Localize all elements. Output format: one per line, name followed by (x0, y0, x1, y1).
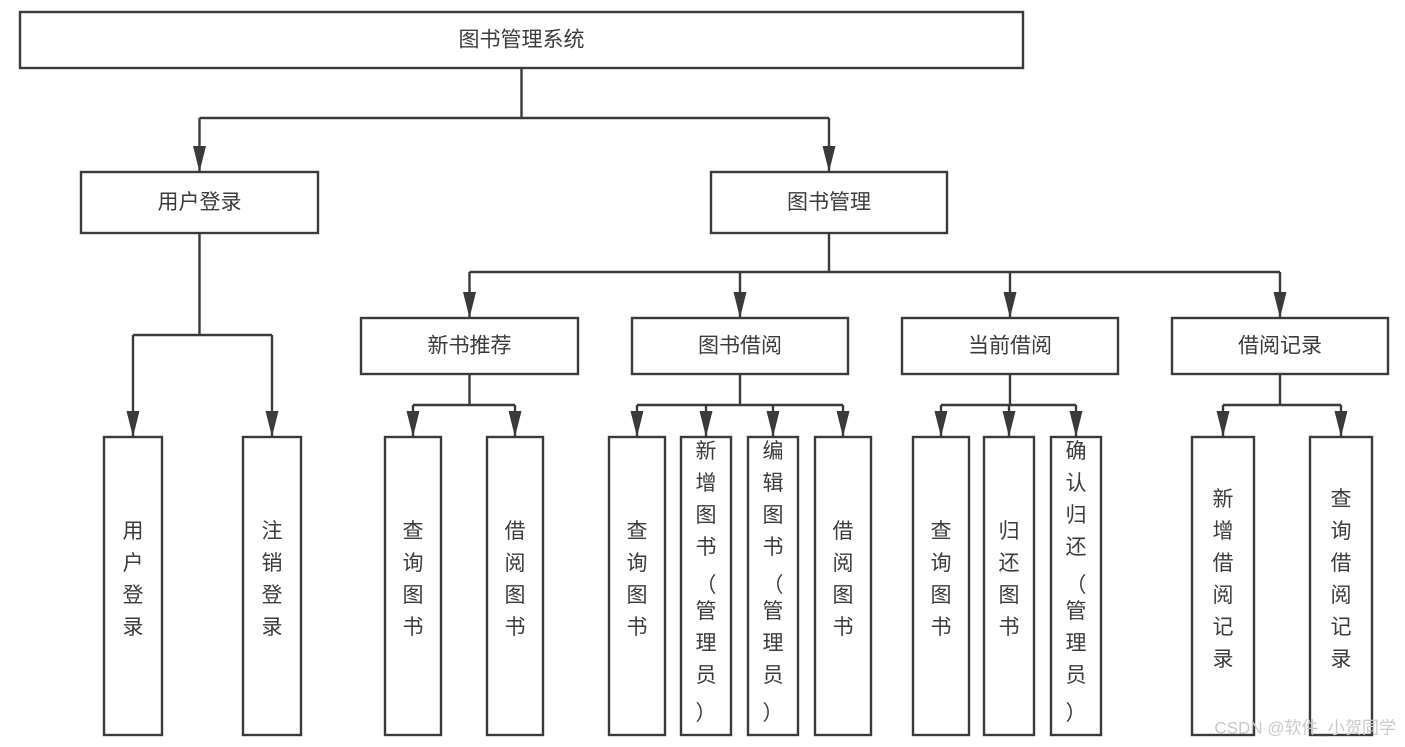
arrow-head-icon (934, 411, 948, 437)
arrow-head-icon (508, 411, 522, 437)
arrow-head-icon (1069, 411, 1083, 437)
arrow-head-icon (1003, 292, 1017, 318)
node-new-book-recommend[interactable]: 新书推荐 (359, 316, 580, 376)
arrow-head-icon (463, 292, 476, 318)
arrow-head-icon (733, 292, 747, 318)
node-label: 借阅图书 (505, 520, 526, 639)
connector-current-borrow-to-leaves (934, 374, 1083, 437)
node-box (900, 316, 1120, 376)
connector-borrow-record-to-leaves (1216, 374, 1348, 437)
node-box (1049, 435, 1103, 737)
node-label: 查询图书 (403, 520, 424, 639)
node-label: 查询借阅记录 (1331, 488, 1352, 671)
node-label: 借阅图书 (833, 520, 854, 639)
arrow-head-icon (1216, 411, 1230, 437)
node-box (383, 435, 443, 737)
node-current-borrow[interactable]: 当前借阅 (900, 316, 1120, 376)
node-leaf-query-book-borrow[interactable]: 查询图书 (607, 435, 667, 737)
node-book-management[interactable]: 图书管理 (709, 170, 949, 235)
node-label: 归还图书 (999, 520, 1020, 639)
node-book-borrow[interactable]: 图书借阅 (630, 316, 850, 376)
node-user-login[interactable]: 用户登录 (79, 170, 320, 235)
node-box (679, 435, 733, 737)
arrow-head-icon (193, 146, 206, 172)
node-label: 图书管理 (787, 191, 871, 214)
watermark-layer: CSDN @软件_小贺同学 (1214, 718, 1396, 737)
node-box (485, 435, 545, 737)
node-label: 当前借阅 (968, 335, 1052, 358)
node-leaf-add-borrow-record[interactable]: 新增借阅记录 (1190, 435, 1256, 737)
node-leaf-query-borrow-record[interactable]: 查询借阅记录 (1308, 435, 1374, 737)
arrow-head-icon (1002, 411, 1016, 437)
node-box (746, 435, 800, 737)
connector-book-management-to-level2 (463, 233, 1287, 318)
node-box (102, 435, 164, 737)
node-box (1170, 316, 1390, 376)
node-box (607, 435, 667, 737)
node-leaf-return-book[interactable]: 归还图书 (982, 435, 1036, 737)
arrow-head-icon (699, 411, 713, 437)
node-box (709, 170, 949, 235)
arrow-head-icon (630, 411, 644, 437)
arrow-head-icon (822, 146, 836, 172)
arrow-head-icon (406, 411, 420, 437)
node-box (241, 435, 303, 737)
node-leaf-query-book-current[interactable]: 查询图书 (911, 435, 971, 737)
arrow-head-icon (1273, 292, 1287, 318)
node-label: 查询图书 (627, 520, 648, 639)
node-leaf-borrow-book-recommend[interactable]: 借阅图书 (485, 435, 545, 737)
node-label: 图书借阅 (698, 335, 782, 358)
arrow-head-icon (766, 411, 780, 437)
node-leaf-user-login[interactable]: 用户登录 (102, 435, 164, 737)
node-box (1308, 435, 1374, 737)
node-label: 新书推荐 (428, 335, 512, 358)
arrow-head-icon (126, 411, 140, 437)
node-box (359, 316, 580, 376)
connector-root-to-level1 (193, 68, 836, 172)
node-label: 新增图书（管理员） (696, 440, 717, 725)
node-box (911, 435, 971, 737)
node-label: 新增借阅记录 (1213, 488, 1234, 671)
csdn-watermark: CSDN @软件_小贺同学 (1214, 718, 1396, 737)
node-leaf-logout[interactable]: 注销登录 (241, 435, 303, 737)
arrow-head-icon (265, 411, 279, 437)
connector-new-book-recommend-to-leaves (406, 374, 522, 437)
connector-user-login-to-leaves (126, 233, 279, 437)
node-label: 图书管理系统 (459, 29, 585, 52)
arrow-head-icon (1334, 411, 1348, 437)
node-box (1190, 435, 1256, 737)
node-label: 编辑图书（管理员） (763, 440, 784, 725)
node-box (18, 10, 1025, 70)
node-leaf-add-book[interactable]: 新增图书（管理员） (679, 435, 733, 737)
node-label: 确认归还（管理员） (1066, 440, 1087, 725)
connector-book-borrow-to-leaves (630, 374, 850, 437)
node-borrow-record[interactable]: 借阅记录 (1170, 316, 1390, 376)
node-label: 用户登录 (123, 520, 144, 639)
node-leaf-edit-book[interactable]: 编辑图书（管理员） (746, 435, 800, 737)
arrow-head-icon (836, 411, 850, 437)
node-leaf-borrow-book[interactable]: 借阅图书 (813, 435, 873, 737)
node-label: 用户登录 (158, 191, 242, 214)
connector-layer (126, 68, 1348, 437)
node-label: 查询图书 (931, 520, 952, 639)
node-leaf-query-book-recommend[interactable]: 查询图书 (383, 435, 443, 737)
node-layer: 图书管理系统用户登录图书管理新书推荐图书借阅当前借阅借阅记录用户登录注销登录查询… (18, 10, 1390, 737)
node-box (79, 170, 320, 235)
node-leaf-confirm-return[interactable]: 确认归还（管理员） (1049, 435, 1103, 737)
node-box (982, 435, 1036, 737)
node-box (813, 435, 873, 737)
node-label: 注销登录 (262, 520, 283, 639)
node-box (630, 316, 850, 376)
node-label: 借阅记录 (1238, 335, 1322, 358)
node-root[interactable]: 图书管理系统 (18, 10, 1025, 70)
